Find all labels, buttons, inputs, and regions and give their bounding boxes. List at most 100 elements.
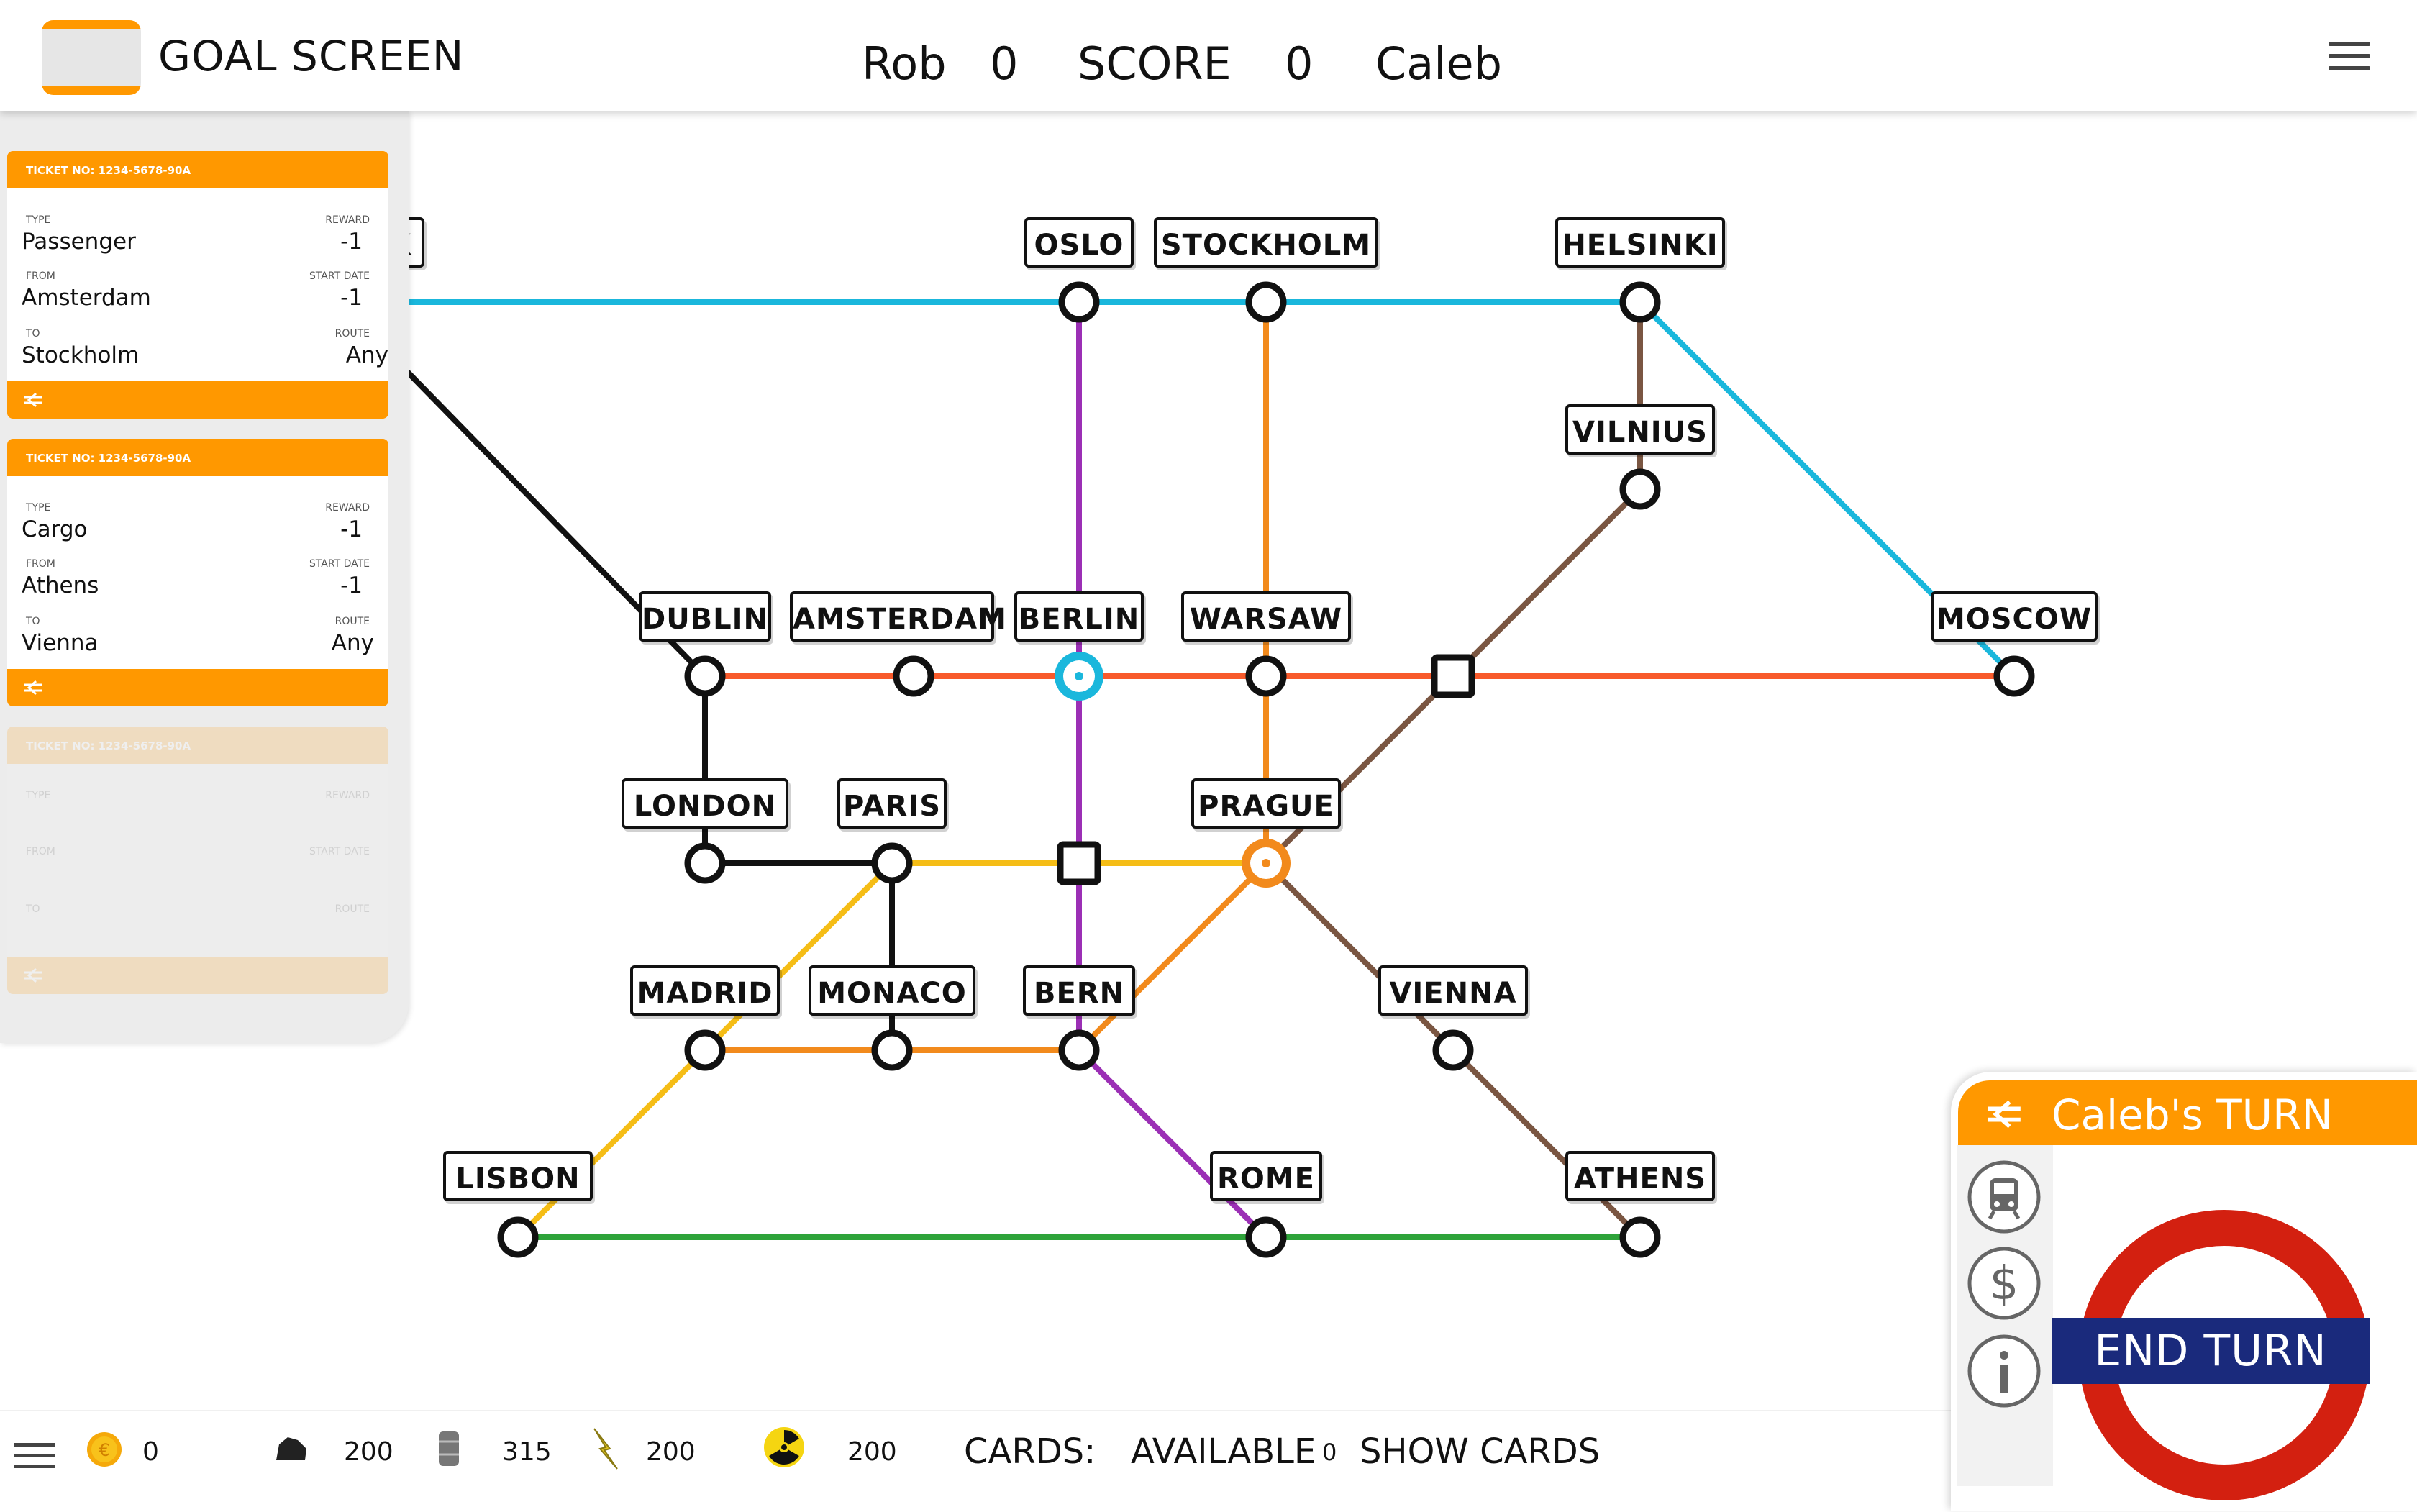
ticket-start-date-label: START DATE — [309, 558, 370, 570]
ticket-body: TYPE Cargo REWARD -1 FROM Athens START D… — [7, 476, 388, 669]
ticket-header: TICKET NO: 1234-5678-90A — [7, 439, 388, 476]
station-athens[interactable] — [1619, 1216, 1661, 1258]
city-label-prague[interactable]: PRAGUE — [1191, 778, 1341, 829]
screen-title: GOAL SCREEN — [158, 32, 465, 81]
city-label-warsaw[interactable]: WARSAW — [1181, 591, 1351, 642]
city-label-berlin[interactable]: BERLIN — [1014, 591, 1144, 642]
city-label-madrid[interactable]: MADRID — [630, 965, 780, 1016]
city-label-rome[interactable]: ROME — [1210, 1151, 1322, 1201]
city-label-lisbon[interactable]: LISBON — [443, 1151, 593, 1201]
app-logo — [42, 20, 141, 95]
end-turn-button[interactable]: END TURN — [2052, 1210, 2370, 1500]
player1-score: 0 — [990, 37, 1019, 90]
hamburger-menu-icon[interactable] — [2329, 42, 2370, 70]
city-label-vilnius[interactable]: VILNIUS — [1565, 404, 1715, 455]
coal-value: 200 — [344, 1437, 393, 1467]
rail-logo-icon — [24, 680, 42, 695]
city-label-london[interactable]: LONDON — [622, 778, 788, 829]
ticket-from: Athens — [22, 573, 99, 598]
ticket-to: Stockholm — [22, 342, 140, 368]
station-warsaw[interactable] — [1245, 655, 1287, 697]
end-turn-label: END TURN — [2052, 1318, 2370, 1384]
station-london[interactable] — [684, 842, 726, 884]
station-dublin[interactable] — [684, 655, 726, 697]
ticket-header: TICKET NO: 1234-5678-90A — [7, 151, 388, 188]
station-lisbon[interactable] — [497, 1216, 539, 1258]
hamburger-menu-icon[interactable] — [14, 1443, 55, 1468]
ticket-reward: -1 — [340, 229, 363, 255]
station-amsterdam[interactable] — [893, 655, 934, 697]
electric-value: 200 — [646, 1437, 696, 1467]
station-paris[interactable] — [871, 842, 913, 884]
oil-barrel-icon — [439, 1431, 459, 1466]
city-label-athens[interactable]: ATHENS — [1565, 1151, 1715, 1201]
player2-score: 0 — [1285, 37, 1314, 90]
line-black[interactable] — [386, 350, 895, 1053]
ticket-reward: -1 — [340, 516, 363, 542]
city-label-vienna[interactable]: VIENNA — [1378, 965, 1528, 1016]
station-helsinki[interactable] — [1619, 281, 1661, 323]
ticket-route-label: ROUTE — [334, 616, 370, 627]
ticket-reward-label: REWARD — [325, 790, 370, 801]
info-icon[interactable] — [1967, 1334, 2042, 1408]
ticket-route-label: ROUTE — [334, 903, 370, 915]
city-label-helsinki[interactable]: HELSINKI — [1555, 217, 1725, 268]
available-count: 0 — [1322, 1439, 1337, 1466]
interchange-square-central[interactable] — [1057, 841, 1101, 885]
station-madrid[interactable] — [684, 1029, 726, 1071]
ticket-route: Any — [345, 342, 388, 368]
station-stockholm[interactable] — [1245, 281, 1287, 323]
coal-icon — [276, 1437, 306, 1460]
city-label-moscow[interactable]: MOSCOW — [1931, 591, 2098, 642]
ticket-number: TICKET NO: 1234-5678-90A — [26, 739, 191, 752]
score-label: SCORE — [1078, 37, 1232, 90]
station-vienna[interactable] — [1432, 1029, 1474, 1071]
resource-bar: € 0 200 315 200 200 CARDS: AVAILABLE 0 S… — [0, 1410, 1951, 1512]
city-label-stockholm[interactable]: STOCKHOLM — [1154, 217, 1378, 268]
train-icon[interactable] — [1967, 1160, 2042, 1234]
ticket-card[interactable]: TICKET NO: 1234-5678-90A TYPE Cargo REWA… — [7, 439, 388, 709]
ticket-footer — [7, 957, 388, 994]
ticket-from-label: FROM — [26, 270, 55, 282]
interchange-square-east[interactable] — [1431, 654, 1475, 698]
city-label-monaco[interactable]: MONACO — [809, 965, 975, 1016]
ticket-header: TICKET NO: 1234-5678-90A — [7, 727, 388, 764]
ticket-footer — [7, 381, 388, 419]
station-rome[interactable] — [1245, 1216, 1287, 1258]
lightning-icon — [593, 1428, 618, 1470]
show-cards-button[interactable]: SHOW CARDS — [1360, 1431, 1601, 1472]
ticket-to: Vienna — [22, 630, 99, 656]
ticket-start-date-label: START DATE — [309, 270, 370, 282]
ticket-from-label: FROM — [26, 558, 55, 570]
ticket-body: TYPE REWARD FROM START DATE TO ROUTE — [7, 764, 388, 957]
city-label-dublin[interactable]: DUBLIN — [639, 591, 771, 642]
ticket-from-label: FROM — [26, 846, 55, 857]
player2-name: Caleb — [1375, 37, 1503, 90]
station-vilnius[interactable] — [1619, 468, 1661, 510]
line-purple[interactable] — [1076, 299, 1269, 1240]
ticket-type-label: TYPE — [26, 214, 51, 226]
city-label-paris[interactable]: PARIS — [837, 778, 947, 829]
ticket-type-label: TYPE — [26, 790, 51, 801]
station-moscow[interactable] — [1993, 655, 2035, 697]
station-berlin-selected[interactable] — [1055, 652, 1103, 701]
action-buttons: $ — [1957, 1145, 2053, 1486]
city-label-oslo[interactable]: OSLO — [1024, 217, 1134, 268]
city-label-amsterdam[interactable]: AMSTERDAM — [790, 591, 1006, 642]
station-bern[interactable] — [1058, 1029, 1100, 1071]
station-prague-selected[interactable] — [1242, 839, 1291, 888]
station-monaco[interactable] — [871, 1029, 913, 1071]
coin-icon: € — [87, 1432, 122, 1467]
station-oslo[interactable] — [1058, 281, 1100, 323]
rail-logo-icon — [1988, 1101, 2021, 1128]
city-label-bern[interactable]: BERN — [1023, 965, 1135, 1016]
tickets-panel: TICKET NO: 1234-5678-90A TYPE Passenger … — [0, 111, 409, 1043]
coins-value: 0 — [142, 1437, 159, 1467]
svg-text:€: € — [99, 1440, 109, 1460]
available-label: AVAILABLE — [1131, 1431, 1316, 1472]
ticket-card-empty[interactable]: TICKET NO: 1234-5678-90A TYPE REWARD FRO… — [7, 727, 388, 997]
ticket-number: TICKET NO: 1234-5678-90A — [26, 164, 191, 177]
dollar-icon[interactable]: $ — [1967, 1246, 2042, 1321]
ticket-card[interactable]: TICKET NO: 1234-5678-90A TYPE Passenger … — [7, 151, 388, 422]
